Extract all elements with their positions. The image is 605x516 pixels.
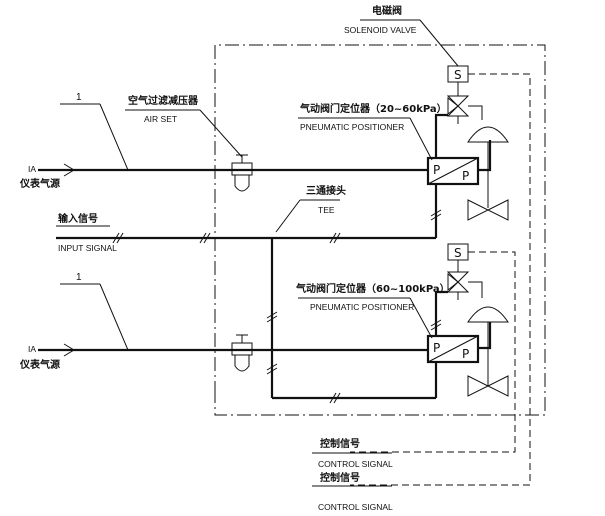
positioner-bot-p-left: P — [433, 341, 440, 355]
line-no-leader-bot — [99, 283, 129, 351]
solenoid-symbol-bot: S — [454, 246, 462, 260]
positioner-top-p-right: P — [462, 169, 469, 183]
solenoid-signal-top — [350, 73, 531, 486]
positioner-output-bot — [434, 290, 448, 336]
solenoid-label-en: SOLENOID VALVE — [344, 25, 417, 35]
ia-top-label: IA — [28, 164, 36, 174]
control-signal-1-cn: 控制信号 — [320, 437, 360, 450]
input-label-en: INPUT SIGNAL — [58, 243, 117, 253]
ia-top-label-cn: 仪表气源 — [19, 177, 60, 190]
airset-label-cn: 空气过滤减压器 — [128, 94, 199, 107]
air-set-bot — [231, 334, 253, 372]
control-signal-2-en: CONTROL SIGNAL — [318, 502, 393, 512]
solenoid-signal-bot — [350, 251, 516, 453]
solenoid-valve-body-bot — [446, 271, 470, 293]
solenoid-valve-body-top — [446, 95, 470, 117]
airset-leader-top — [199, 109, 243, 158]
signal-hash-marks — [112, 209, 442, 404]
actuator-diaphragm-top — [467, 126, 509, 143]
solenoid-label-cn: 电磁阀 — [372, 4, 402, 17]
actuator-air-top — [468, 105, 483, 120]
air-set-top — [231, 154, 253, 192]
solenoid-symbol-top: S — [454, 68, 462, 82]
positioner-bot-label-cn: 气动阀门定位器（60~100kPa） — [295, 282, 450, 295]
actuator-air-bot — [468, 281, 483, 298]
positioner-top-label-en: PNEUMATIC POSITIONER — [300, 122, 404, 132]
input-label-cn: 输入信号 — [58, 212, 98, 225]
tee-label-en: TEE — [318, 205, 335, 215]
line-no-leader-top — [99, 103, 129, 171]
tee-leader — [275, 199, 301, 233]
ia-bot-label: IA — [28, 344, 36, 354]
positioner-top-p-left: P — [433, 163, 440, 177]
positioner-bot-p-right: P — [462, 347, 469, 361]
positioner-bot-leader — [409, 297, 433, 339]
positioner-feed-top — [478, 140, 492, 172]
flow-arrow-top — [63, 163, 75, 177]
tee-label-cn: 三通接头 — [306, 184, 346, 197]
ia-bot-label-cn: 仪表气源 — [19, 358, 60, 371]
positioner-feed-bot — [478, 322, 492, 350]
positioner-top-leader — [409, 117, 433, 161]
positioner-bot-label-en: PNEUMATIC POSITIONER — [310, 302, 414, 312]
control-valve-bot — [467, 375, 509, 397]
enclosure-boundary — [214, 44, 546, 416]
line-number-top: 1 — [76, 92, 82, 103]
solenoid-leader — [419, 19, 459, 67]
positioner-output-top — [434, 113, 448, 158]
control-signal-2-cn: 控制信号 — [320, 471, 360, 484]
positioner-top-label-cn: 气动阀门定位器（20~60kPa） — [299, 102, 447, 115]
flow-arrow-bot — [63, 343, 75, 357]
airset-label-en: AIR SET — [144, 114, 177, 124]
actuator-diaphragm-bot — [467, 306, 509, 323]
line-number-bot: 1 — [76, 272, 82, 283]
control-signal-1-en: CONTROL SIGNAL — [318, 459, 393, 469]
control-valve-top — [467, 199, 509, 221]
